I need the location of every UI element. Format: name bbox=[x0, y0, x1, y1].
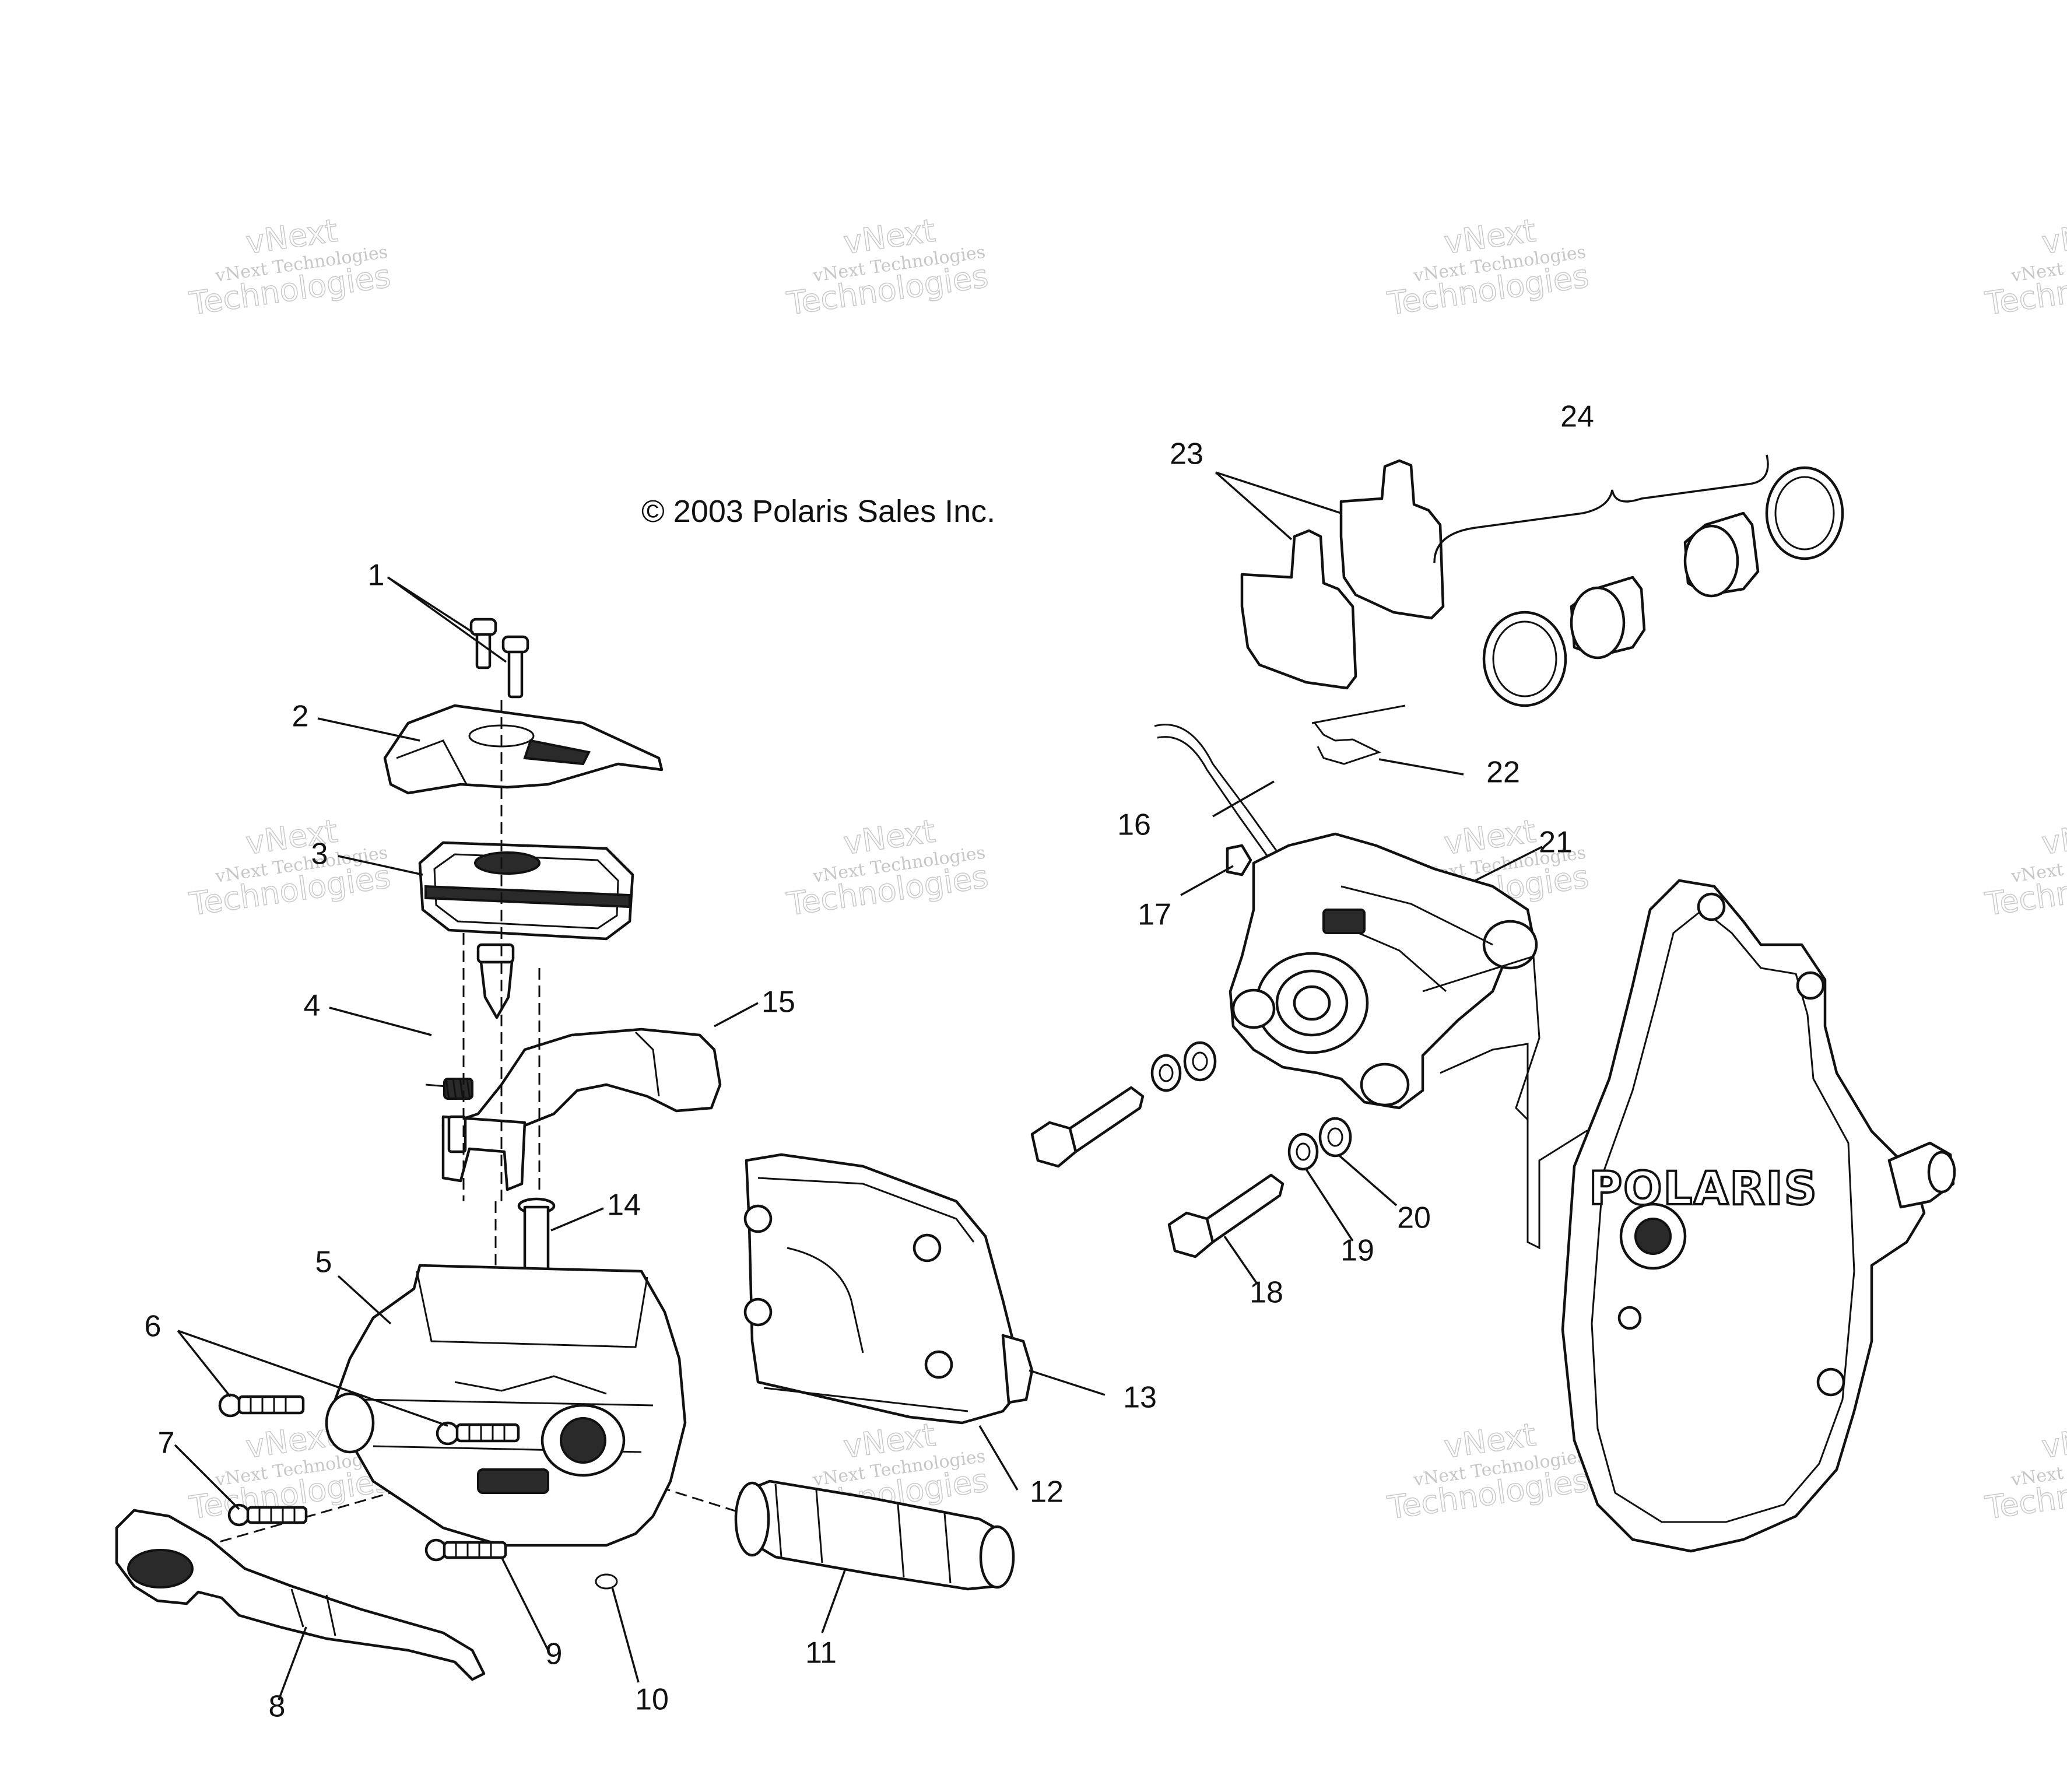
callout-14: 14 bbox=[607, 1188, 641, 1222]
callout-6: 6 bbox=[145, 1310, 162, 1344]
watermark-large-line1: vNext bbox=[2040, 212, 2067, 261]
callout-4: 4 bbox=[304, 989, 321, 1023]
part-8-brake-lever bbox=[115, 1509, 486, 1681]
copyright-text: © 2003 Polaris Sales Inc. bbox=[641, 494, 995, 529]
callout-7: 7 bbox=[158, 1426, 175, 1460]
callout-2: 2 bbox=[292, 700, 309, 734]
part-18-caliper-bolts bbox=[1030, 1086, 1285, 1258]
part-15-trigger-lever bbox=[441, 1027, 722, 1191]
callout-numbers: 1 2 3 4 5 6 7 8 9 10 11 12 13 14 15 16 1… bbox=[145, 400, 1594, 1724]
callout-5: 5 bbox=[315, 1246, 332, 1279]
callout-20: 20 bbox=[1397, 1201, 1431, 1235]
callout-18: 18 bbox=[1250, 1276, 1283, 1310]
callout-17: 17 bbox=[1138, 898, 1171, 932]
callout-21: 21 bbox=[1539, 826, 1573, 860]
part-9-screw bbox=[424, 1538, 507, 1562]
part-11-piston bbox=[734, 1479, 1015, 1591]
part-13-side-seal bbox=[1001, 1334, 1034, 1404]
callout-15: 15 bbox=[761, 986, 795, 1019]
callout-3: 3 bbox=[311, 837, 328, 871]
part-19-20-washers bbox=[1150, 1041, 1352, 1171]
callout-13: 13 bbox=[1123, 1381, 1157, 1415]
part-17-bleeder-valve bbox=[1226, 844, 1252, 876]
watermark-large-line1: vNext bbox=[2040, 1416, 2067, 1465]
callout-10: 10 bbox=[635, 1683, 669, 1717]
callout-1: 1 bbox=[368, 559, 385, 592]
part-24-piston-kit bbox=[1433, 454, 1844, 707]
part-5-master-cylinder-housing bbox=[325, 1264, 687, 1547]
callout-24: 24 bbox=[1560, 400, 1594, 434]
part-4-spring bbox=[425, 1078, 473, 1100]
part-16-brake-line bbox=[1154, 724, 1278, 858]
callout-22: 22 bbox=[1486, 756, 1520, 790]
part-6-bolts bbox=[218, 1393, 520, 1446]
callout-16: 16 bbox=[1117, 808, 1151, 842]
callout-9: 9 bbox=[546, 1637, 563, 1671]
part-22-pad-clip bbox=[1311, 704, 1406, 765]
part-12-cover bbox=[743, 1153, 1028, 1425]
callout-12: 12 bbox=[1030, 1475, 1064, 1509]
watermark-large-line1: vNext bbox=[2040, 813, 2067, 862]
chaincase-cover: POLARIS bbox=[1561, 879, 1956, 1553]
valve-insert bbox=[476, 943, 515, 1019]
part-23-brake-pads bbox=[1240, 459, 1445, 690]
part-2-reservoir-cover bbox=[383, 704, 664, 795]
callout-23: 23 bbox=[1170, 437, 1203, 471]
callout-19: 19 bbox=[1340, 1234, 1374, 1268]
part-10-clip bbox=[595, 1573, 618, 1590]
part-21-caliper bbox=[1229, 832, 1540, 1121]
part-3-gasket bbox=[418, 841, 634, 941]
part-1-screws bbox=[469, 618, 529, 699]
leader-lines bbox=[174, 471, 1543, 1700]
callout-11: 11 bbox=[805, 1636, 837, 1670]
polaris-logo: POLARIS bbox=[1589, 1163, 1818, 1215]
part-7-screw bbox=[227, 1503, 308, 1527]
callout-8: 8 bbox=[269, 1690, 286, 1724]
